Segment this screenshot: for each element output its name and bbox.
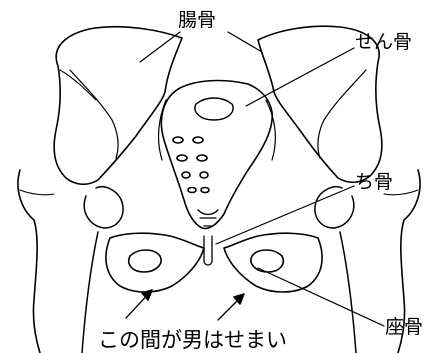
right-femur-shaft [340, 232, 356, 353]
right-obturator [251, 250, 283, 272]
left-femur-shaft [82, 232, 98, 353]
left-pubis [106, 233, 204, 292]
sacral-foramen [177, 155, 187, 161]
label-ischium: 座骨 [385, 318, 423, 337]
right-ilium-inner [318, 70, 366, 158]
label-pubis: ち骨 [355, 173, 393, 192]
left-trochanter [20, 190, 54, 195]
sacral-foramen [173, 137, 183, 143]
sacrum [161, 81, 272, 229]
leader-zakotsu [258, 268, 384, 326]
sacral-foramen [182, 172, 190, 178]
leader-chikotsu [216, 186, 354, 244]
sacral-foramen [200, 172, 208, 178]
left-femur [18, 170, 40, 353]
left-ilium [54, 27, 182, 185]
right-femur-head [315, 187, 354, 228]
leader-choukotsu-2 [228, 32, 262, 52]
pubic-symphysis [204, 236, 212, 265]
right-pubis [224, 233, 322, 292]
sacral-foramen [193, 137, 203, 143]
caption: この間が男はせまい [98, 330, 287, 351]
left-ilium-edge [60, 70, 96, 100]
leader-senkotsu [246, 48, 354, 106]
sacral-foramen [197, 155, 207, 161]
sacral-foramen [188, 188, 196, 193]
sacral-foramen [201, 188, 209, 193]
sacrum-top [195, 98, 233, 120]
label-ilium: 腸骨 [178, 11, 216, 30]
left-femur-head [84, 187, 123, 228]
left-obturator [129, 250, 161, 272]
label-sacrum: せん骨 [355, 33, 412, 52]
